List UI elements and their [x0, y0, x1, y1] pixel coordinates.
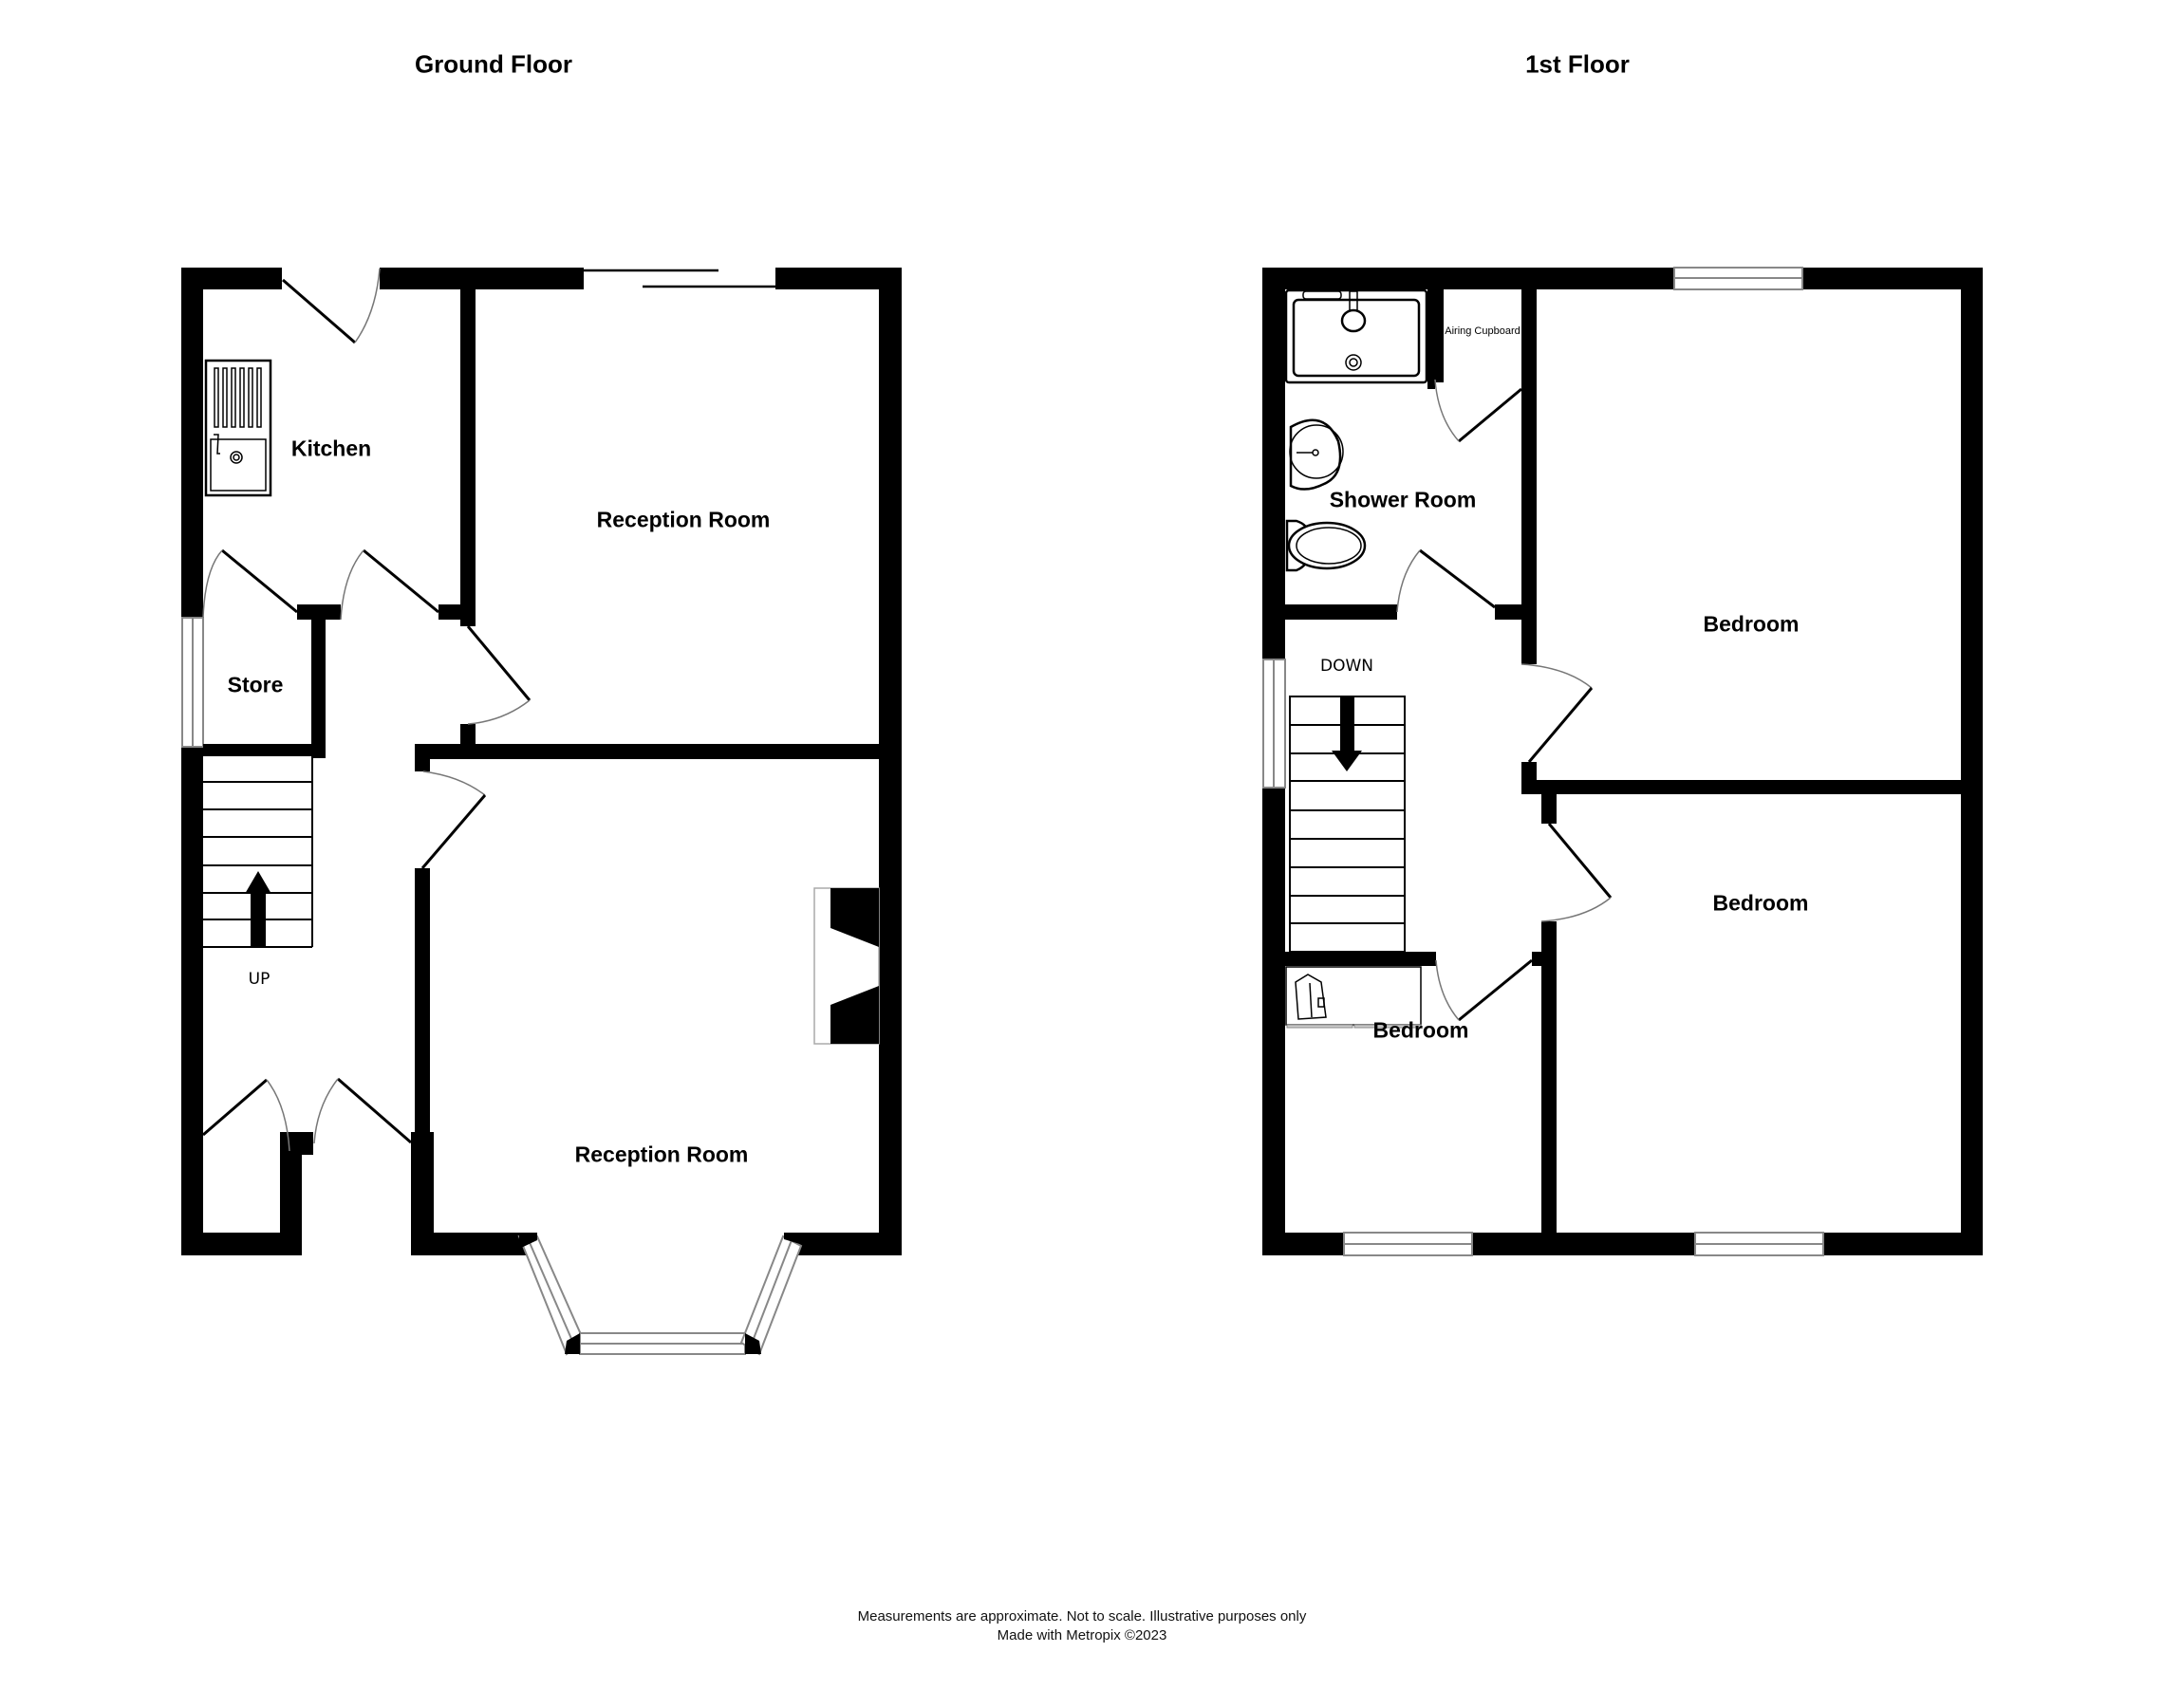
door: [1396, 548, 1496, 613]
wall: [438, 604, 476, 620]
room-label-shower-room: Shower Room: [1329, 487, 1477, 512]
wall: [411, 1233, 532, 1255]
shower-tray-icon: [1284, 288, 1428, 384]
staircase: [203, 756, 313, 948]
door: [313, 1077, 412, 1144]
wall: [1802, 268, 1983, 289]
fireplace-icon: [813, 887, 880, 1045]
wall: [1961, 268, 1983, 1255]
floor-title-ground: Ground Floor: [414, 49, 573, 79]
door: [466, 625, 532, 725]
wall: [1495, 604, 1537, 620]
wall: [415, 868, 430, 1134]
room-label-reception-lower: Reception Room: [574, 1142, 749, 1167]
arrow-up-icon: [245, 871, 271, 947]
toilet-icon: [1285, 519, 1367, 572]
wardrobe-icon: [1285, 966, 1422, 1029]
wall: [1521, 780, 1961, 794]
door: [1520, 663, 1594, 763]
stairs-down-label: DOWN: [1320, 657, 1373, 676]
wall: [311, 604, 326, 758]
footer-disclaimer: Measurements are approximate. Not to sca…: [857, 1608, 1307, 1624]
stairs-up-label: UP: [248, 970, 270, 989]
wall: [1262, 788, 1285, 1255]
door: [202, 1078, 290, 1152]
door: [420, 770, 487, 869]
bay-window: [517, 1233, 803, 1356]
wall: [1472, 1233, 1695, 1255]
ground-floor-plan: [181, 268, 902, 1356]
wall: [1427, 289, 1444, 382]
wall: [775, 268, 902, 289]
wall: [380, 268, 584, 289]
room-label-bedroom-front: Bedroom: [1712, 890, 1809, 916]
floor-title-first: 1st Floor: [1525, 49, 1630, 79]
wall: [181, 268, 203, 618]
wall: [1541, 780, 1557, 824]
room-label-kitchen: Kitchen: [290, 436, 372, 461]
wall: [460, 724, 476, 745]
window: [181, 617, 204, 748]
wall: [181, 747, 203, 1255]
window: [1262, 659, 1286, 789]
wall: [1541, 921, 1557, 1255]
door: [1435, 958, 1533, 1022]
wall: [1532, 952, 1557, 966]
wall: [1262, 268, 1285, 659]
wall: [1262, 268, 1674, 289]
room-label-bedroom-rear: Bedroom: [1703, 611, 1800, 637]
wash-basin-icon: [1289, 418, 1344, 491]
sink-icon: [204, 359, 272, 497]
wall: [1285, 952, 1436, 966]
wall: [1427, 375, 1435, 389]
door: [340, 548, 439, 621]
wall: [460, 289, 476, 626]
wall: [879, 268, 902, 1255]
sliding-door: [584, 269, 776, 288]
first-floor-plan: [1262, 267, 1983, 1256]
wall: [181, 268, 282, 289]
arrow-down-icon: [1332, 696, 1362, 771]
wall: [1521, 289, 1537, 664]
wall: [1262, 1233, 1344, 1255]
room-label-bedroom-small: Bedroom: [1372, 1017, 1469, 1043]
door: [282, 268, 381, 344]
room-label-airing-cupboard: Airing Cupboard: [1445, 325, 1520, 337]
staircase: [1289, 696, 1406, 953]
wall: [784, 1233, 902, 1255]
room-label-store: Store: [227, 672, 284, 697]
door: [1540, 823, 1613, 922]
wall: [415, 744, 430, 771]
window: [1673, 267, 1803, 290]
window: [1343, 1232, 1473, 1256]
wall: [203, 744, 326, 756]
wall: [1285, 604, 1397, 620]
window: [1694, 1232, 1824, 1256]
wall: [415, 744, 879, 759]
footer-credit: Made with Metropix ©2023: [997, 1627, 1167, 1643]
room-label-reception-upper: Reception Room: [596, 507, 771, 532]
wall: [280, 1132, 313, 1155]
wall: [280, 1132, 302, 1255]
wall: [1823, 1233, 1983, 1255]
door: [1434, 379, 1522, 443]
door: [202, 548, 298, 619]
